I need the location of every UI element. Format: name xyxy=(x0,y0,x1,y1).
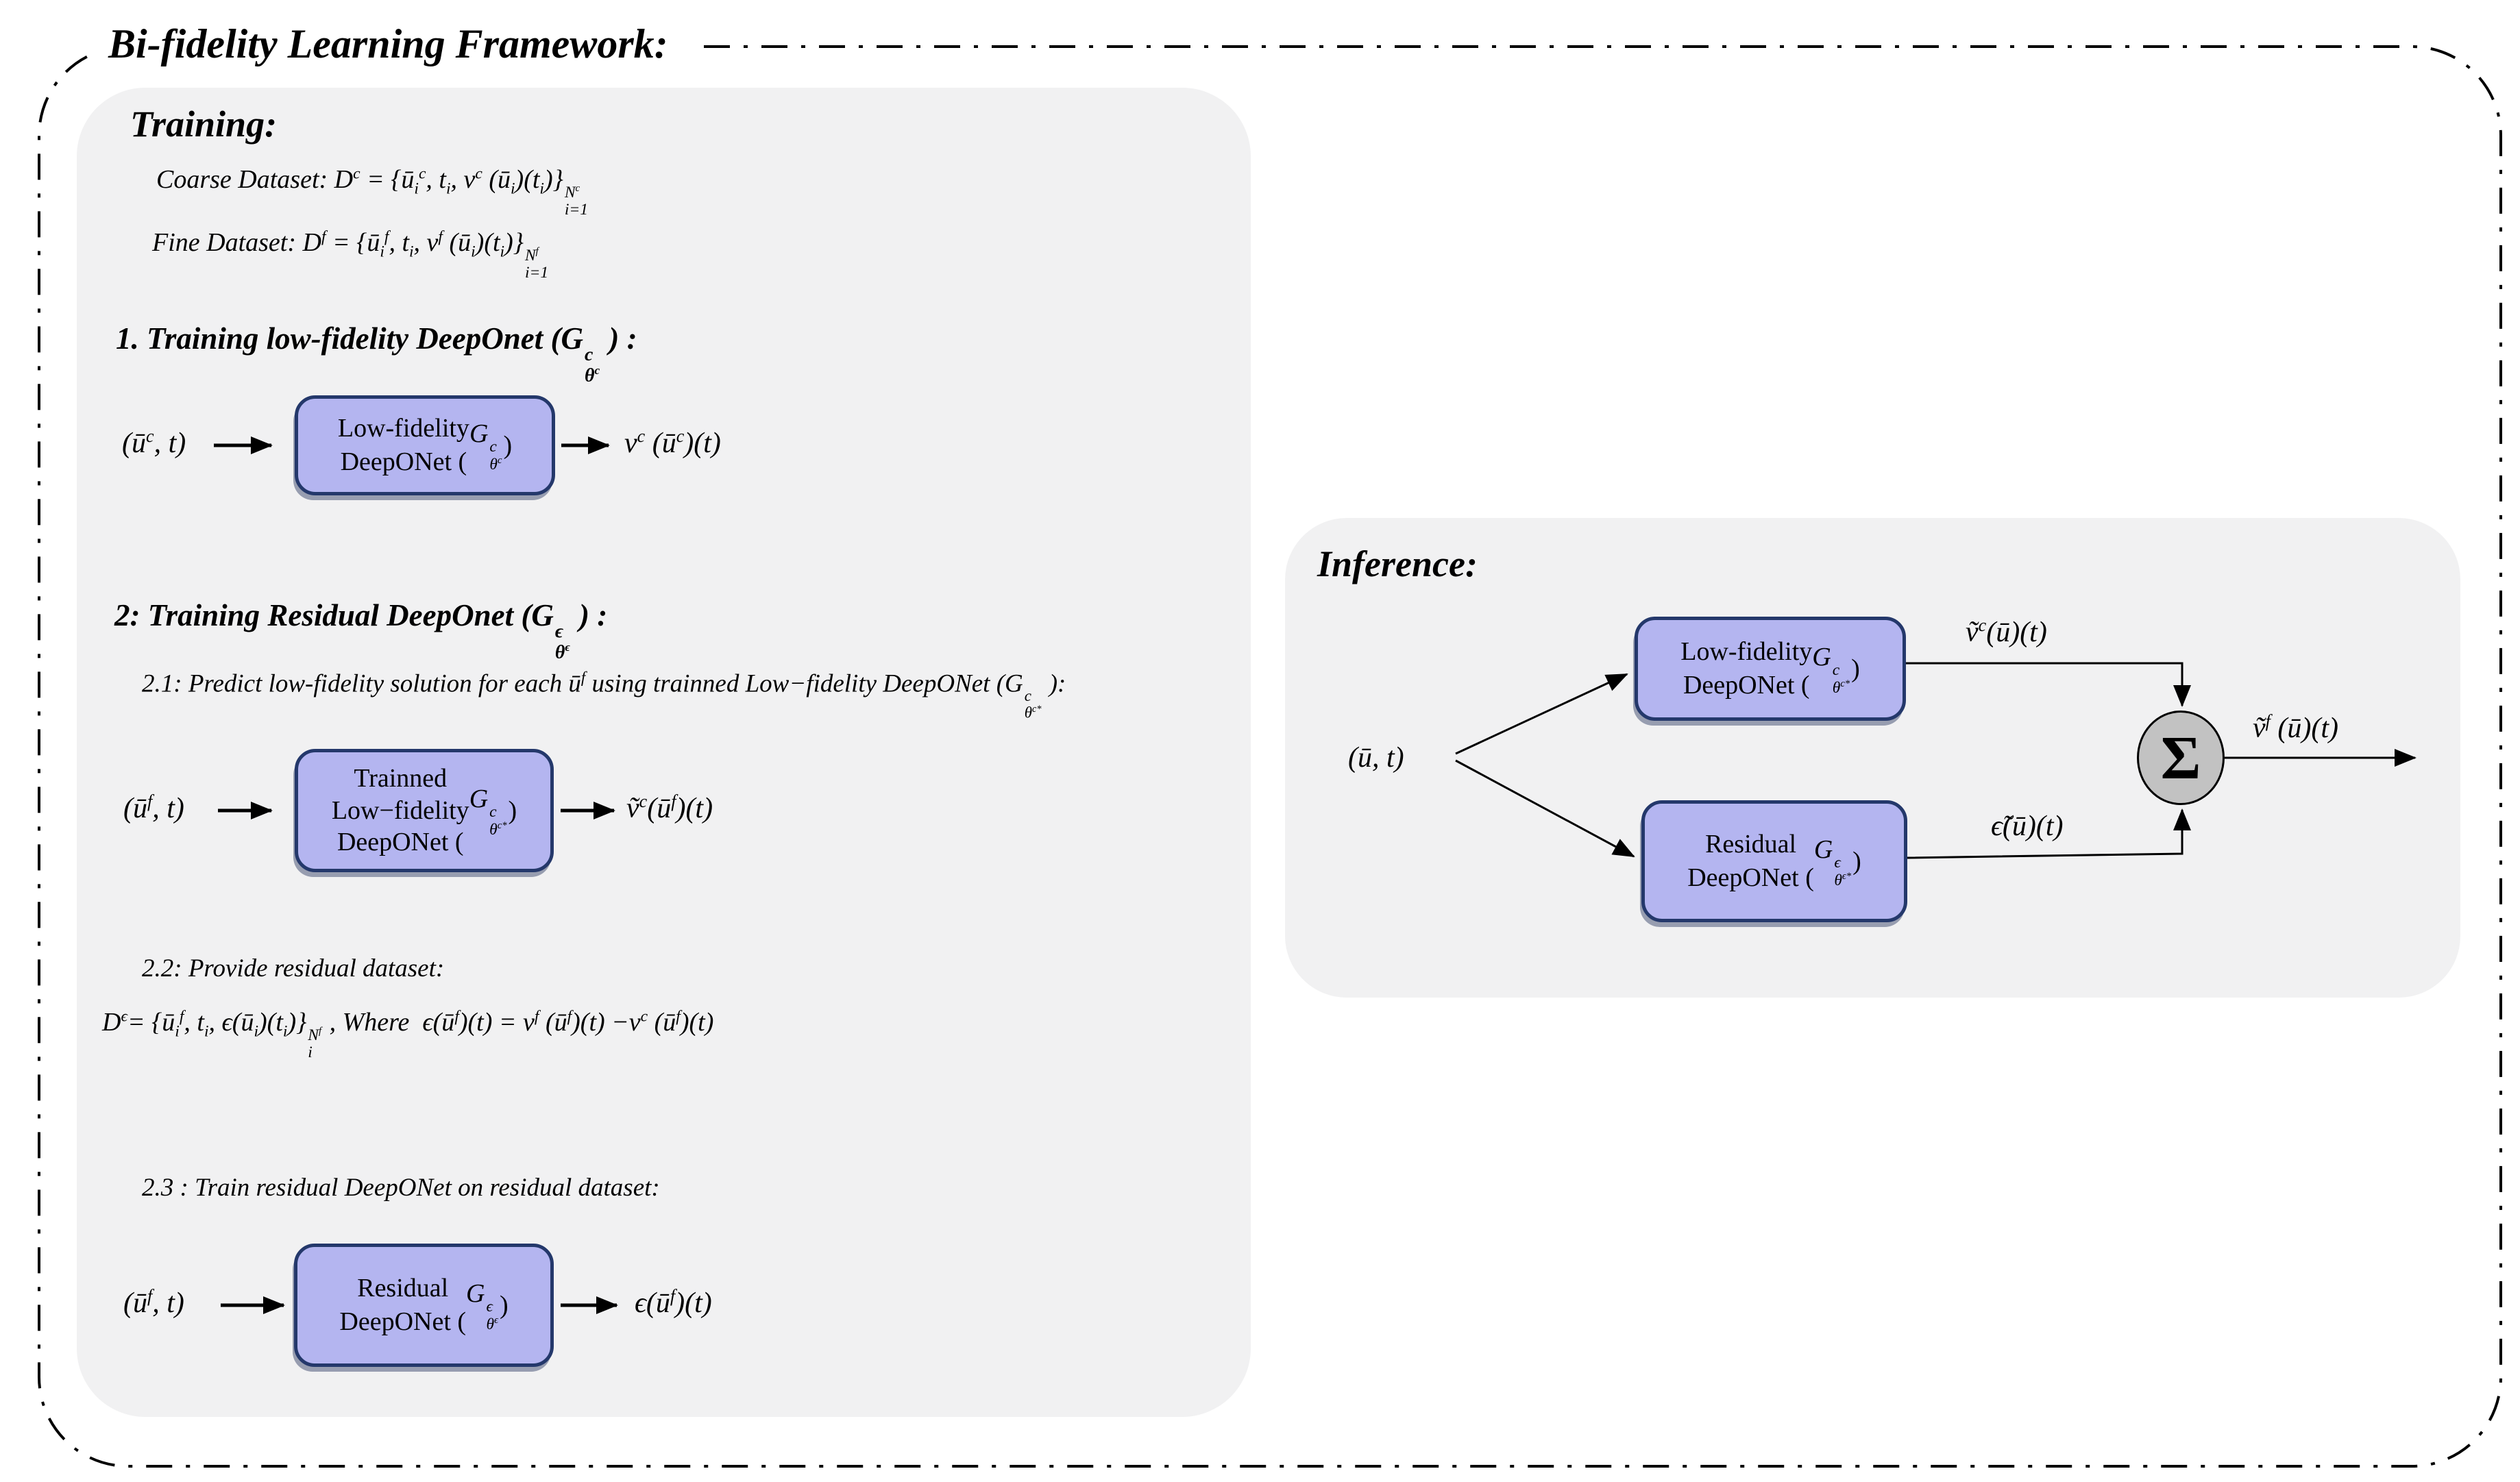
step2-1-label: 2.1: Predict low-fidelity solution for e… xyxy=(142,669,1066,721)
step1-input-label: (ūc, t) xyxy=(122,426,186,459)
step1-output-label: vc (ūc)(t) xyxy=(624,426,721,459)
inference-residual-output-label: ϵ̃(ū)(t) xyxy=(1991,811,2064,842)
coarse-dataset-formula: Coarse Dataset: Dc = {ūic, ti, vc (ūi)(t… xyxy=(156,164,589,219)
step2-2-label: 2.2: Provide residual dataset: xyxy=(142,954,445,983)
training-heading: Training: xyxy=(130,103,278,145)
fine-dataset-formula: Fine Dataset: Df = {ūif, ti, vf (ūi)(ti)… xyxy=(152,227,549,282)
inference-lowfidelity-output-label: ṽc(ū)(t) xyxy=(1966,615,2047,648)
step2-3-input-label: (ūf, t) xyxy=(123,1286,184,1319)
step2-1-output-label: ṽc(ūf)(t) xyxy=(626,791,713,824)
inference-heading: Inference: xyxy=(1317,543,1478,584)
training-panel xyxy=(77,88,1251,1417)
page-title: Bi-fidelity Learning Framework: xyxy=(95,14,692,77)
sigma-icon: Σ xyxy=(2160,724,2201,792)
step2-1-input-label: (ūf, t) xyxy=(123,791,184,824)
step2-3-output-label: ϵ(ūf)(t) xyxy=(635,1286,712,1319)
inference-final-output-label: ṽf (ū)(t) xyxy=(2253,711,2339,744)
inference-input-label: (ū, t) xyxy=(1348,742,1404,774)
inference-panel xyxy=(1285,518,2460,998)
step2-3-label: 2.3 : Train residual DeepONet on residua… xyxy=(142,1174,660,1202)
sum-node: Σ xyxy=(2137,711,2225,805)
